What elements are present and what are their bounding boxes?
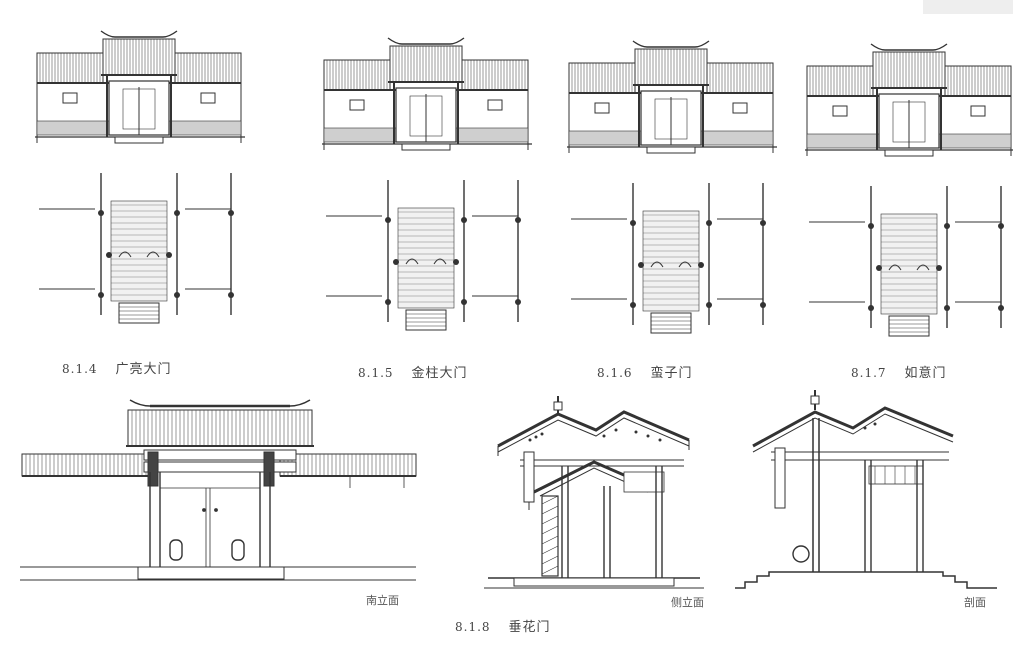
chuihua-side-elevation: [484, 392, 704, 597]
chuihua-south-elevation: [20, 392, 420, 592]
gate-roof: [126, 399, 314, 447]
gate-doors: [160, 487, 260, 567]
south-elevation-label: 南立面: [366, 594, 399, 607]
gate-drawing-guangliang: [35, 25, 245, 325]
side-wall-right: [279, 453, 417, 488]
figure-name: 广亮大门: [115, 362, 172, 377]
hanging-post-left: [147, 451, 159, 487]
gate-drawing-ruyi: [805, 38, 1013, 338]
figure-name: 垂花门: [508, 620, 551, 635]
gate-drawing-jinzhu: [322, 32, 532, 332]
figure-number: 8.1.6: [597, 366, 633, 380]
figure-caption-8-1-7: 8.1.7 如意门: [851, 362, 947, 381]
chuihua-section: [735, 388, 997, 596]
gate-plan: [39, 173, 234, 324]
gate-elevation: [322, 37, 532, 151]
figure-caption-8-1-5: 8.1.5 金柱大门: [358, 362, 468, 381]
corner-strip: [923, 0, 1013, 14]
figure-name: 金柱大门: [411, 366, 468, 381]
gate-elevation: [805, 43, 1013, 157]
gate-plan: [809, 186, 1004, 337]
drum-stones: [169, 539, 245, 561]
figure-name: 如意门: [904, 366, 947, 381]
figure-number: 8.1.4: [62, 362, 98, 376]
side-elevation-label: 侧立面: [671, 596, 704, 609]
gate-elevation: [35, 30, 245, 144]
hanging-post-right: [263, 451, 275, 487]
section-label: 剖面: [964, 596, 986, 609]
figure-number: 8.1.8: [455, 620, 491, 634]
gate-plan: [326, 180, 521, 331]
gate-plan: [571, 183, 766, 334]
figure-caption-8-1-8: 8.1.8 垂花门: [455, 616, 551, 635]
figure-name: 蛮子门: [650, 366, 693, 381]
figure-caption-8-1-4: 8.1.4 广亮大门: [62, 358, 172, 377]
figure-caption-8-1-6: 8.1.6 蛮子门: [597, 362, 693, 381]
gate-elevation: [567, 40, 777, 154]
gate-drawing-manzi: [567, 35, 777, 335]
figure-number: 8.1.5: [358, 366, 394, 380]
figure-number: 8.1.7: [851, 366, 887, 380]
side-wall-left: [21, 453, 151, 477]
